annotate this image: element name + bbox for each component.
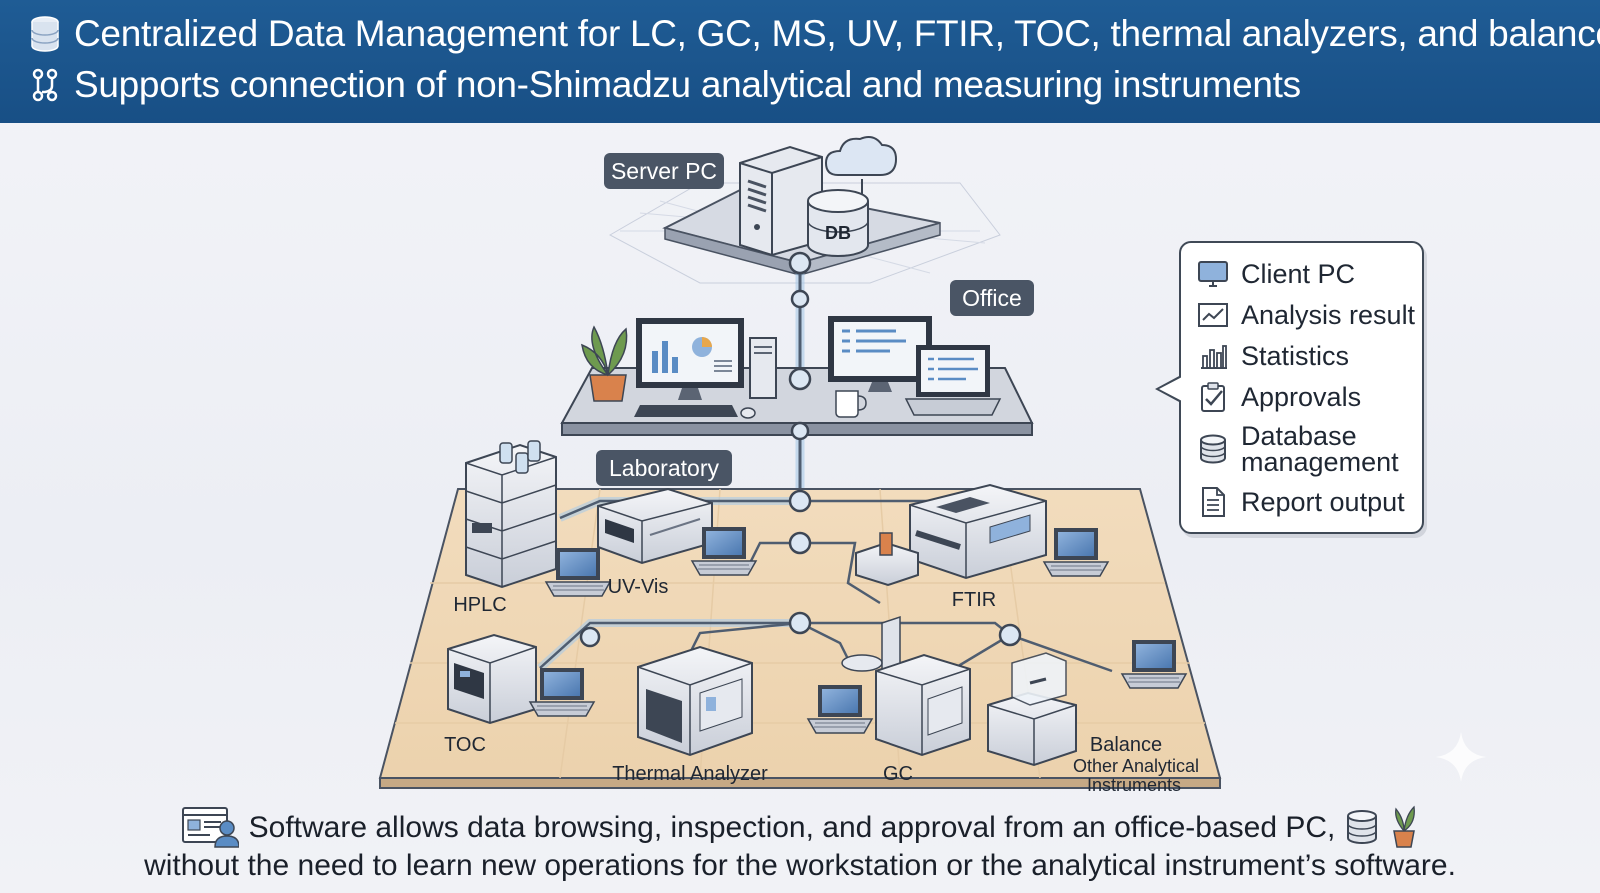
- header-line-2: Supports connection of non-Shimadzu anal…: [28, 60, 1301, 110]
- bar-chart-icon: [1201, 344, 1227, 369]
- gc-instrument: [841, 615, 971, 757]
- ftir-label: FTIR: [952, 589, 996, 611]
- database-icon: [1347, 810, 1378, 844]
- node-2: [790, 421, 810, 441]
- node-office: [788, 367, 812, 391]
- client-features-callout: Client PC Analysis result Statistics: [1179, 241, 1424, 534]
- toc-label: TOC: [444, 734, 486, 756]
- ftir-instrument: [909, 483, 1047, 580]
- other-instruments-label-2: Instruments: [1087, 775, 1181, 795]
- office-tower-pc: [749, 337, 777, 399]
- svg-text:Laboratory: Laboratory: [609, 455, 719, 481]
- header-line-1: Centralized Data Management for LC, GC, …: [28, 9, 1600, 59]
- callout-item-approvals: Approvals: [1197, 376, 1415, 417]
- other-instruments-label-1: Other Analytical: [1073, 756, 1199, 776]
- thermal-analyzer-instrument: [637, 645, 753, 757]
- database-cylinder: DB: [807, 189, 869, 257]
- hplc-label: HPLC: [453, 594, 506, 616]
- office-monitor-2: [828, 316, 932, 392]
- server-tower: [739, 145, 823, 257]
- connection-icon: [28, 65, 62, 105]
- callout-tail-fill: [1159, 377, 1182, 401]
- office-monitor-1: [634, 318, 756, 419]
- network-diagram: DB Server PC: [378, 136, 1222, 795]
- callout-item-report-output: Report output: [1197, 481, 1415, 522]
- toc-instrument: [447, 633, 537, 725]
- node-lab-3: [788, 611, 812, 635]
- monitor-icon: [1198, 260, 1228, 287]
- plant-icon: [581, 325, 628, 402]
- node-lab-4: [579, 626, 601, 648]
- thermal-analyzer-label: Thermal Analyzer: [612, 763, 768, 785]
- balance-label: Balance: [1090, 734, 1162, 756]
- hplc-instrument: [465, 440, 557, 589]
- node-lab-2: [788, 531, 812, 555]
- header-title: Centralized Data Management for LC, GC, …: [74, 13, 1600, 54]
- svg-text:Server PC: Server PC: [611, 158, 717, 184]
- coffee-cup-icon: [835, 390, 867, 418]
- document-icon: [1202, 486, 1225, 517]
- node-1: [790, 289, 810, 309]
- uvvis-label: UV-Vis: [608, 576, 669, 598]
- node-lab-5: [998, 623, 1022, 647]
- office-tag: Office: [950, 280, 1034, 316]
- checklist-icon: [1201, 381, 1225, 412]
- user-browser-icon: [181, 807, 239, 848]
- footer-line-1: Software allows data browsing, inspectio…: [0, 805, 1600, 848]
- plant-icon: [1393, 805, 1416, 848]
- sparkle-icon: [1436, 732, 1486, 782]
- database-icon: [1200, 434, 1226, 464]
- gc-label: GC: [883, 763, 913, 785]
- lab-cables: [537, 497, 1113, 685]
- header-banner: Centralized Data Management for LC, GC, …: [0, 0, 1600, 123]
- node-lab-1: [788, 489, 812, 513]
- header-subtitle: Supports connection of non-Shimadzu anal…: [74, 64, 1301, 105]
- server-pc-tag: Server PC: [604, 153, 724, 189]
- footer-text-1: Software allows data browsing, inspectio…: [248, 810, 1336, 844]
- database-icon: [28, 14, 62, 54]
- callout-item-statistics: Statistics: [1197, 335, 1415, 376]
- ftir-accessory: [855, 532, 919, 587]
- line-chart-icon: [1198, 302, 1228, 327]
- balance-instrument: [987, 652, 1077, 767]
- callout-item-analysis-result: Analysis result: [1197, 294, 1415, 335]
- footer-line-2: without the need to learn new operations…: [144, 849, 1456, 882]
- svg-text:Office: Office: [962, 285, 1022, 311]
- node-server: [788, 251, 812, 275]
- office-laptop: [904, 345, 1002, 416]
- callout-item-client-pc: Client PC: [1197, 253, 1415, 294]
- callout-item-database-management: Database management: [1197, 417, 1415, 481]
- db-label: DB: [825, 223, 851, 243]
- footer-caption: Software allows data browsing, inspectio…: [0, 805, 1600, 893]
- network-nodes: [579, 251, 1022, 648]
- laboratory-tag: Laboratory: [596, 450, 732, 486]
